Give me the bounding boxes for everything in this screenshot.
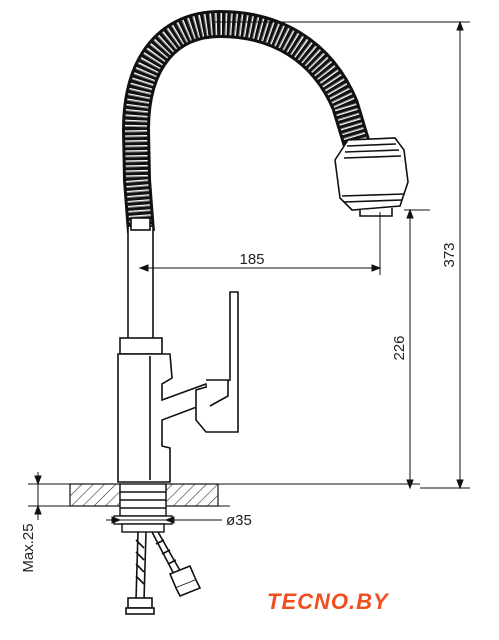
spray-head: [334, 137, 409, 217]
dimension-max-thickness-label: Max.25: [20, 523, 37, 572]
dimension-mount-hole: [106, 516, 222, 524]
dimension-reach: [138, 212, 382, 275]
dimension-spout-height-label: 226: [391, 335, 408, 360]
countertop: [30, 483, 420, 507]
dimension-total-height: [215, 20, 470, 490]
mounting-nut: [113, 483, 173, 533]
dimension-spout-height: [404, 208, 430, 490]
flexible-hose: [121, 9, 372, 234]
dimension-reach-label: 185: [239, 251, 264, 268]
dimension-mount-hole-label: ø35: [226, 512, 252, 529]
dimension-total-height-label: 373: [441, 242, 458, 267]
mixer-handle: [195, 291, 239, 433]
dimension-max-thickness: [28, 472, 48, 520]
brand-logo: TECNO.BY: [267, 589, 390, 614]
faucet-body: [117, 337, 211, 483]
spout-tube: [127, 217, 154, 341]
supply-hoses: [125, 531, 202, 615]
